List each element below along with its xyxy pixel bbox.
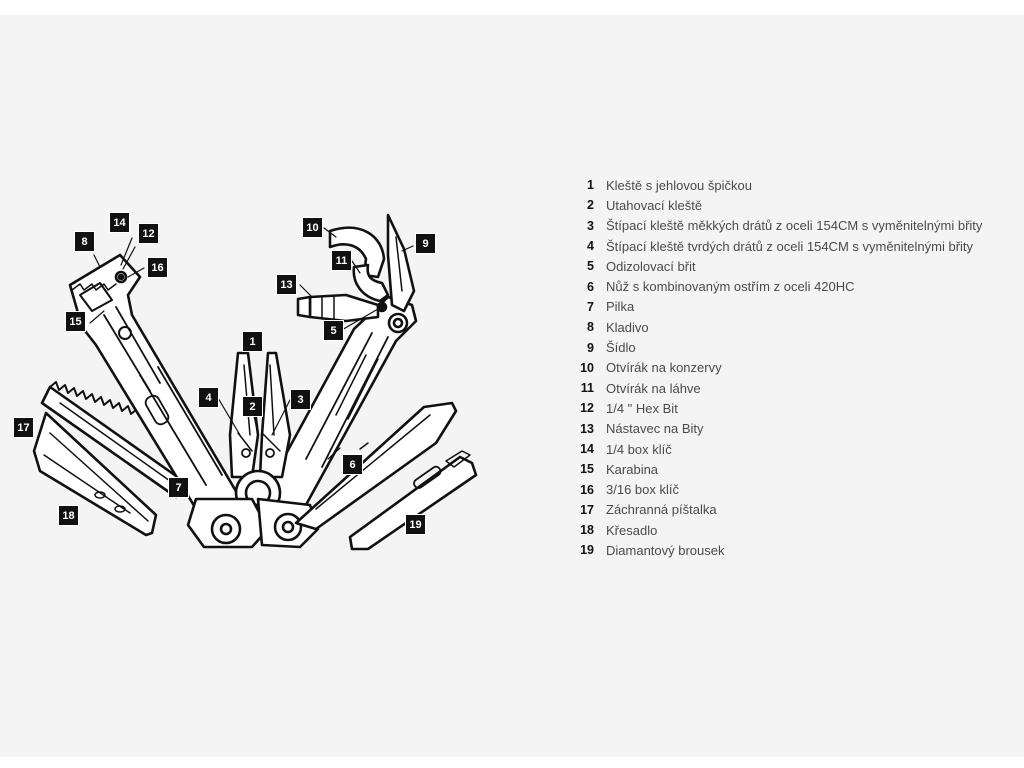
legend-item: 2 Utahovací kleště	[570, 195, 1020, 215]
legend-item: 17 Záchranná píštalka	[570, 500, 1020, 520]
legend-number: 7	[587, 299, 594, 314]
callout-7: 7	[168, 477, 189, 498]
callout-14: 14	[109, 212, 130, 233]
callout-6: 6	[342, 454, 363, 475]
callout-10: 10	[302, 217, 323, 238]
callout-1: 1	[242, 331, 263, 352]
legend-number: 13	[580, 421, 594, 436]
legend-label: 1/4 box klíč	[606, 441, 672, 457]
legend-number: 6	[587, 279, 594, 294]
knife-blade	[294, 401, 458, 531]
legend-label: Kladivo	[606, 319, 649, 335]
left-handle	[68, 253, 252, 537]
legend-label: Karabina	[606, 461, 659, 477]
legend-item: 14 1/4 box klíč	[570, 439, 1020, 459]
legend-item: 1 Kleště s jehlovou špičkou	[570, 175, 1020, 195]
legend-label: Pilka	[606, 299, 635, 315]
legend-item: 16 3/16 box klíč	[570, 479, 1020, 499]
callout-5: 5	[323, 320, 344, 341]
callout-13: 13	[276, 274, 297, 295]
legend-item: 15 Karabina	[570, 459, 1020, 479]
legend-item: 13 Nástavec na Bity	[570, 419, 1020, 439]
legend-item: 4 Štípací kleště tvrdých drátů z oceli 15…	[570, 236, 1020, 256]
legend-number: 16	[580, 482, 594, 497]
right-handle	[254, 295, 418, 525]
legend-number: 15	[580, 462, 594, 477]
leader-lines	[89, 227, 414, 460]
legend-item: 7 Pilka	[570, 297, 1020, 317]
legend-label: Nůž s kombinovaným ostřím z oceli 420HC	[606, 279, 855, 295]
can-bottle-opener	[328, 226, 390, 303]
ferro-rod-whistle	[32, 411, 158, 537]
legend-number: 17	[580, 502, 594, 517]
legend-item: 8 Kladivo	[570, 317, 1020, 337]
legend-item: 10 Otvírák na konzervy	[570, 358, 1020, 378]
legend-label: 3/16 box klíč	[606, 482, 679, 498]
legend-label: Štípací kleště tvrdých drátů z oceli 154…	[606, 238, 974, 254]
callout-15: 15	[65, 311, 86, 332]
legend-item: 9 Šídlo	[570, 337, 1020, 357]
legend-number: 3	[587, 218, 594, 233]
callout-8: 8	[74, 231, 95, 252]
multitool-diagram: 1 2 3 4 5 6 7 8 9 10 11 12 13 14 15 16 1…	[0, 15, 560, 757]
callout-11: 11	[331, 250, 352, 271]
legend-item: 19 Diamantový brousek	[570, 540, 1020, 560]
callout-3: 3	[290, 389, 311, 410]
callout-18: 18	[58, 505, 79, 526]
legend-item: 12 1/4 " Hex Bit	[570, 398, 1020, 418]
legend-label: Utahovací kleště	[606, 197, 703, 213]
legend-label: Otvírák na konzervy	[606, 360, 722, 376]
legend-item: 6 Nůž s kombinovaným ostřím z oceli 420HC	[570, 276, 1020, 296]
callout-16: 16	[147, 257, 168, 278]
page-canvas: 1 2 3 4 5 6 7 8 9 10 11 12 13 14 15 16 1…	[0, 15, 1024, 757]
legend-number: 2	[587, 198, 594, 213]
legend-label: Otvírák na láhve	[606, 380, 701, 396]
legend-number: 18	[580, 523, 594, 538]
legend-label: Odizolovací břit	[606, 258, 696, 274]
legend-item: 3 Štípací kleště měkkých drátů z oceli 15…	[570, 216, 1020, 236]
callout-2: 2	[242, 396, 263, 417]
callout-17: 17	[13, 417, 34, 438]
legend-number: 5	[587, 259, 594, 274]
parts-legend: 1 Kleště s jehlovou špičkou 2 Utahovací kl…	[570, 175, 1020, 561]
legend-number: 11	[580, 381, 594, 396]
legend-item: 18 Křesadlo	[570, 520, 1020, 540]
legend-number: 12	[580, 401, 594, 416]
legend-number: 4	[587, 239, 594, 254]
legend-item: 5 Odizolovací břit	[570, 256, 1020, 276]
legend-label: Nástavec na Bity	[606, 421, 704, 437]
callout-12: 12	[138, 223, 159, 244]
legend-number: 9	[587, 340, 594, 355]
legend-label: Štípací kleště měkkých drátů z oceli 154…	[606, 218, 983, 234]
awl	[386, 213, 416, 313]
legend-number: 19	[580, 543, 594, 558]
diamond-sharpener	[348, 450, 478, 551]
legend-label: 1/4 " Hex Bit	[606, 400, 678, 416]
legend-number: 1	[587, 178, 594, 193]
legend-number: 10	[580, 360, 594, 375]
callout-9: 9	[415, 233, 436, 254]
legend-label: Křesadlo	[606, 522, 658, 538]
legend-label: Kleště s jehlovou špičkou	[606, 177, 752, 193]
legend-label: Záchranná píštalka	[606, 502, 717, 518]
legend-label: Diamantový brousek	[606, 542, 725, 558]
pivot-bolts	[186, 497, 320, 549]
saw-blade	[40, 381, 195, 499]
legend-number: 8	[587, 320, 594, 335]
callout-4: 4	[198, 387, 219, 408]
legend-label: Šídlo	[606, 340, 636, 356]
legend-item: 11 Otvírák na láhve	[570, 378, 1020, 398]
multitool-drawing	[32, 213, 478, 551]
callout-19: 19	[405, 514, 426, 535]
legend-number: 14	[580, 442, 594, 456]
bit-driver	[296, 293, 388, 323]
